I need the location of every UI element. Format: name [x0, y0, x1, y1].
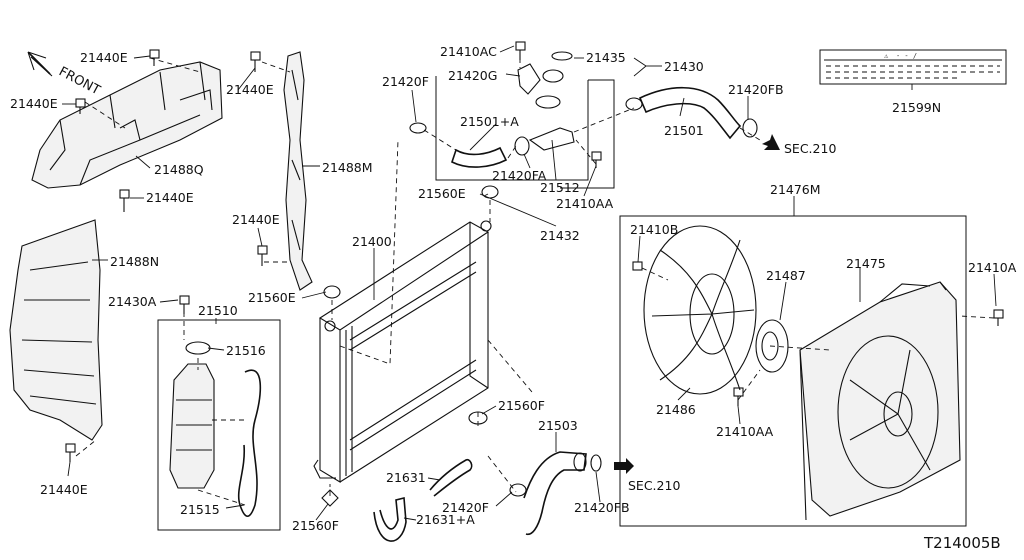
- callout-21410a: 21410A: [968, 260, 1017, 275]
- bolt-icon: [515, 41, 526, 60]
- callout-21487: 21487: [766, 268, 806, 283]
- callout-21503: 21503: [538, 418, 578, 433]
- callout-21501: 21501: [664, 123, 704, 138]
- hose-upper-21501-a: [451, 146, 508, 168]
- callout-sec210-2: SEC.210: [628, 478, 680, 493]
- callout-21560f-1: 21560F: [292, 518, 339, 533]
- reservoir-box: [157, 319, 281, 531]
- callout-21440e-5: 21440E: [232, 212, 280, 227]
- air-guide-upper: [31, 61, 223, 189]
- fan-blade-21486: [643, 225, 757, 395]
- bolt-icon: [119, 189, 130, 212]
- radiator: [313, 220, 492, 483]
- callout-21440e-1: 21440E: [80, 50, 128, 65]
- callout-21488n: 21488N: [110, 254, 159, 269]
- fan-shroud-21475: [799, 281, 961, 521]
- leader-lines: [62, 45, 997, 521]
- callout-21400: 21400: [352, 234, 392, 249]
- fan-motor-21487: [755, 319, 789, 373]
- diagram-code: T214005B: [923, 534, 1001, 552]
- callout-21486: 21486: [656, 402, 696, 417]
- callout-21560f-2: 21560F: [498, 398, 545, 413]
- callout-21420fb-1: 21420FB: [728, 82, 784, 97]
- callout-21420f-2: 21420F: [442, 500, 489, 515]
- bolt-icon: [257, 245, 268, 266]
- water-outlet-21512: [514, 63, 575, 156]
- callout-21440e-2: 21440E: [10, 96, 58, 111]
- front-label: FRONT: [56, 64, 102, 98]
- callout-21476m: 21476M: [770, 182, 821, 197]
- callout-21410aa-2: 21410AA: [716, 424, 774, 439]
- callout-21432: 21432: [540, 228, 580, 243]
- warning-text: - - /: [896, 52, 917, 60]
- radiator-cap-icon: [542, 51, 573, 83]
- bolt-icon: [632, 261, 643, 271]
- callout-21430: 21430: [664, 59, 704, 74]
- warning-label-plate: [819, 49, 1007, 85]
- callout-21599n: 21599N: [892, 100, 941, 115]
- upper-hose-box: [435, 76, 589, 181]
- bolt-icon: [179, 295, 190, 314]
- mount-bushing-icon: [321, 489, 339, 507]
- callout-21515: 21515: [180, 502, 220, 517]
- bolt-icon: [250, 51, 261, 72]
- arrow-right-icon: [762, 134, 780, 150]
- callouts: 21440E 21440E 21440E 21488Q 21440E 21488…: [10, 44, 1017, 533]
- bolt-icon: [591, 151, 602, 168]
- callout-21430a: 21430A: [108, 294, 157, 309]
- front-arrow-icon: [27, 51, 53, 77]
- callout-21410ac: 21410AC: [440, 44, 497, 59]
- callout-21488m: 21488M: [322, 160, 373, 175]
- fan-assembly-box: [619, 215, 967, 527]
- callout-21440e-4: 21440E: [146, 190, 194, 205]
- hose-lower-21503: [509, 451, 602, 536]
- callout-21560e-2: 21560E: [418, 186, 466, 201]
- bolt-icon: [733, 387, 744, 406]
- callout-21420g: 21420G: [448, 68, 497, 83]
- clamp-icon: [742, 118, 758, 138]
- hose-21631-a: [373, 496, 407, 542]
- callout-sec210-1: SEC.210: [784, 141, 836, 156]
- callout-21488q: 21488Q: [154, 162, 204, 177]
- hose-upper-21501: [638, 86, 742, 140]
- callout-21420fb-2: 21420FB: [574, 500, 630, 515]
- callout-21475: 21475: [846, 256, 886, 271]
- callout-21510: 21510: [198, 303, 238, 318]
- callout-21512: 21512: [540, 180, 580, 195]
- bolt-icon: [65, 443, 76, 462]
- callout-21501a: 21501+A: [460, 114, 519, 129]
- clamp-icon: [409, 122, 427, 134]
- hose-21631: [429, 458, 473, 497]
- air-guide-lower: [9, 219, 103, 441]
- callout-21410aa-1: 21410AA: [556, 196, 614, 211]
- callout-21631a: 21631+A: [416, 512, 475, 527]
- arrow-right-icon: [614, 458, 634, 474]
- callout-21440e-3: 21440E: [226, 82, 274, 97]
- callout-21435: 21435: [586, 50, 626, 65]
- reservoir-tank: [169, 341, 262, 518]
- callout-21440e-6: 21440E: [40, 482, 88, 497]
- bolt-icon: [75, 98, 86, 114]
- callout-21420fa: 21420FA: [492, 168, 547, 183]
- dashed-leaders: [75, 57, 995, 506]
- mount-bushing-icon: [323, 285, 341, 299]
- callout-21516: 21516: [226, 343, 266, 358]
- callout-21631: 21631: [386, 470, 426, 485]
- callout-21420f-1: 21420F: [382, 74, 429, 89]
- callout-21560e-1: 21560E: [248, 290, 296, 305]
- bolt-icon: [993, 309, 1004, 326]
- upper-hose-box-2: [560, 79, 615, 189]
- callout-21410b: 21410B: [630, 222, 678, 237]
- air-guide-side: [283, 51, 313, 291]
- warning-symbol-icon: ⚠: [884, 52, 889, 60]
